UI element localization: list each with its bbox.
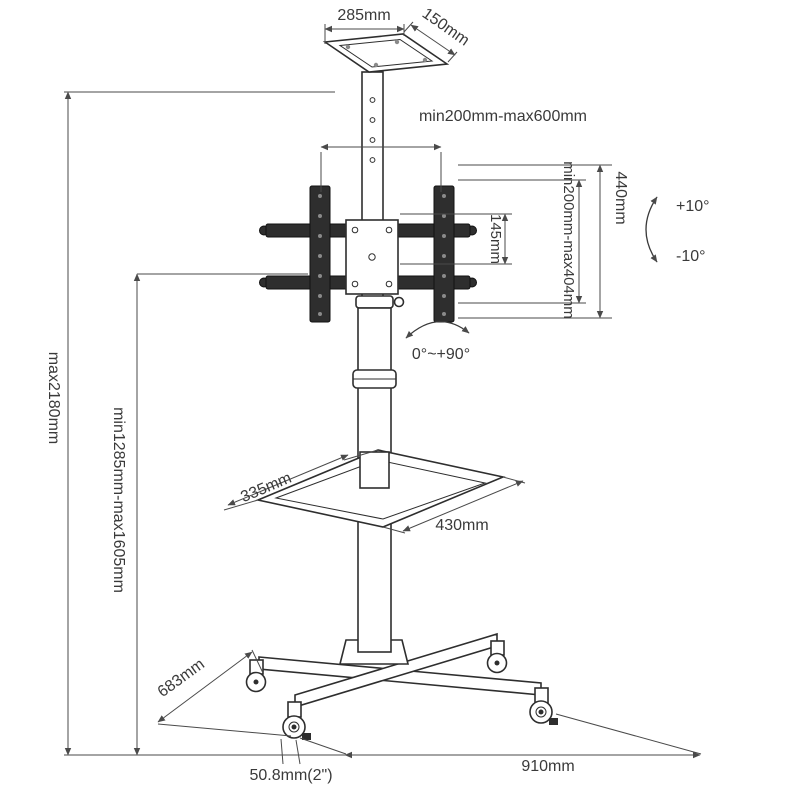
label-swivel: 0°~+90° (412, 346, 470, 363)
dim-overall-height (64, 91, 335, 756)
vesa-holes-right (442, 194, 446, 316)
label-tilt-up: +10° (676, 198, 710, 215)
dim-top-depth (403, 21, 458, 63)
dim-base-depth (157, 649, 292, 737)
label-top-width: 285mm (337, 7, 390, 24)
plate-hole (373, 62, 379, 68)
dim-base-width (299, 713, 702, 759)
pole-collar (355, 295, 394, 309)
label-tilt-down: -10° (676, 248, 706, 265)
label-column-height: min1285mm-max1605mm (110, 407, 127, 593)
dim-top-width (324, 24, 405, 44)
plate-hole (394, 39, 400, 45)
dim-center-plate (400, 213, 512, 265)
dim-bracket-span (320, 143, 442, 192)
brake-pedal (549, 718, 558, 725)
column-hole (369, 137, 376, 143)
column-hole (369, 117, 376, 123)
label-bracket-height: 440mm (612, 171, 629, 224)
dim-caster (280, 738, 301, 765)
top-plate (322, 33, 450, 73)
tilt-arrow (645, 196, 658, 263)
vesa-holes-left (318, 194, 322, 316)
label-base-depth: 683mm (155, 656, 208, 701)
tv-bracket (259, 185, 477, 323)
caster-front-left (282, 701, 311, 740)
pole-through-shelf (359, 451, 390, 489)
dim-shelf-depth (223, 449, 379, 511)
label-vesa-range: min200mm-max404mm (560, 161, 577, 319)
caster-rear-right (486, 640, 508, 674)
label-base-width: 910mm (521, 758, 574, 775)
label-overall-height: max2180mm (45, 352, 62, 444)
caster-front-right (529, 687, 558, 725)
brake-pedal (302, 733, 311, 740)
pole-assembly (352, 71, 405, 653)
shelf (255, 449, 506, 528)
tension-knob (393, 296, 405, 308)
label-top-depth: 150mm (419, 5, 472, 50)
caster-rear-left (245, 659, 267, 693)
column-hole (369, 157, 376, 163)
plate-hole (345, 44, 351, 50)
dim-column-height (133, 273, 308, 756)
label-bracket-span: min200mm-max600mm (419, 108, 587, 125)
dim-bracket-height (458, 164, 612, 319)
plate-hole (422, 57, 428, 63)
label-caster: 50.8mm(2") (249, 767, 332, 784)
base-assembly (245, 632, 558, 740)
column-hole (369, 97, 376, 103)
dim-shelf-width (382, 476, 526, 534)
label-shelf-width: 430mm (435, 517, 488, 534)
label-center-plate: 145mm (487, 214, 504, 264)
swivel-arrow (405, 320, 470, 339)
center-plate (345, 219, 399, 295)
